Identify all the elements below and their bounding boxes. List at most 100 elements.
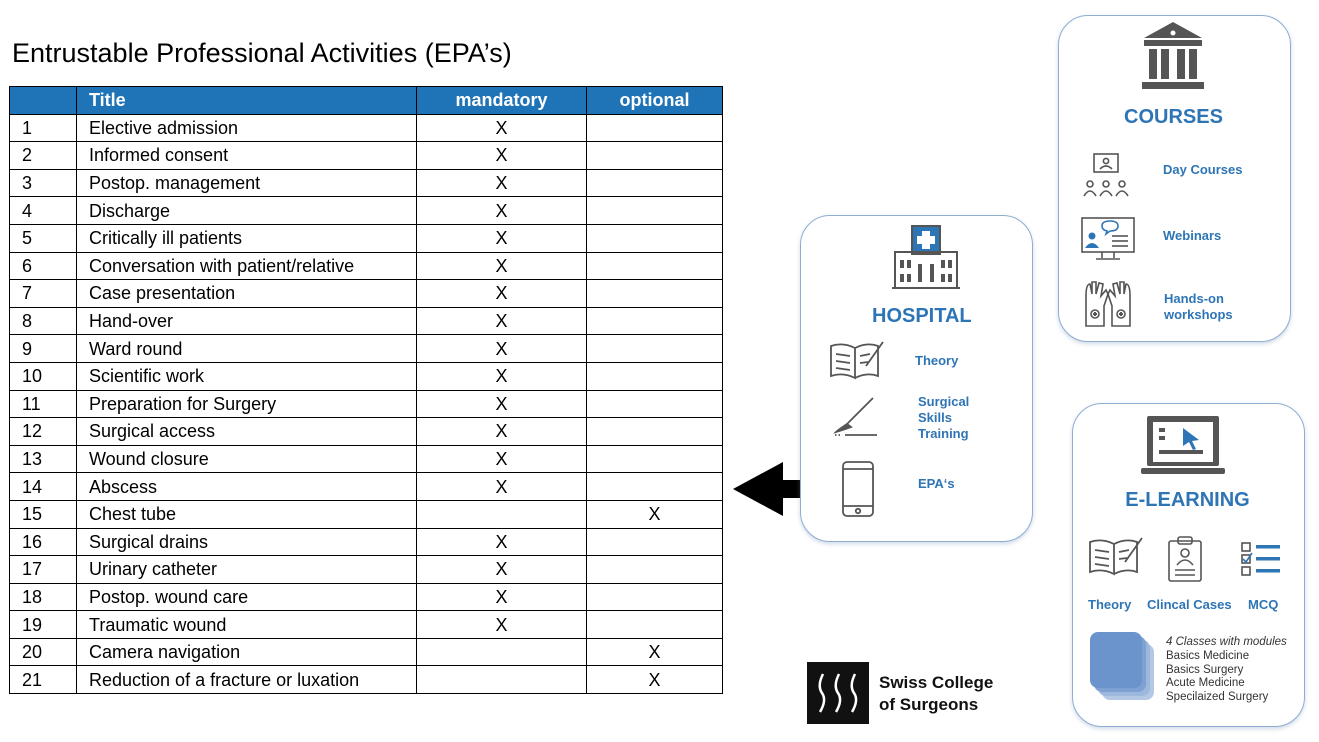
row-title: Postop. wound care <box>76 582 417 612</box>
logo-line2: of Surgeons <box>879 695 979 714</box>
row-mandatory: X <box>416 582 587 612</box>
row-number: 2 <box>9 141 77 170</box>
row-mandatory <box>416 665 587 695</box>
header-optional: optional <box>586 86 723 115</box>
row-title: Surgical access <box>76 417 417 446</box>
row-mandatory: X <box>416 472 587 501</box>
row-mandatory: X <box>416 610 587 639</box>
hospital-title: HOSPITAL <box>872 305 972 327</box>
clipboard-icon <box>1168 536 1202 582</box>
table-header-row: Title mandatory optional <box>9 86 723 115</box>
row-title: Informed consent <box>76 141 417 170</box>
stacked-modules-icon <box>1090 632 1154 700</box>
row-mandatory: X <box>416 306 587 336</box>
row-mandatory: X <box>416 527 587 557</box>
row-title: Hand-over <box>76 306 417 336</box>
institution-icon <box>1142 22 1204 89</box>
row-optional <box>586 582 723 612</box>
left-arrow-icon <box>733 462 830 516</box>
row-number: 18 <box>9 582 77 612</box>
book-icon <box>1089 537 1143 576</box>
class-item: Basics Medicine <box>1166 649 1250 662</box>
class-item: Specilaized Surgery <box>1166 691 1269 704</box>
header-number <box>9 86 77 115</box>
row-number: 17 <box>9 555 77 584</box>
row-optional: X <box>586 499 723 529</box>
row-mandatory: X <box>416 196 587 225</box>
row-number: 13 <box>9 444 77 474</box>
row-title: Reduction of a fracture or luxation <box>76 665 417 695</box>
header-title: Title <box>76 86 417 115</box>
row-optional <box>586 555 723 584</box>
row-number: 11 <box>9 389 77 419</box>
row-number: 10 <box>9 361 77 391</box>
row-number: 16 <box>9 527 77 557</box>
row-mandatory: X <box>416 279 587 308</box>
row-title: Abscess <box>76 472 417 501</box>
row-optional <box>586 168 723 198</box>
row-mandatory: X <box>416 555 587 584</box>
classes-list: 4 Classes with modules Basics Medicine B… <box>1166 636 1287 705</box>
row-mandatory: X <box>416 223 587 253</box>
elearning-item-theory: Theory <box>1088 597 1132 612</box>
row-title: Elective admission <box>76 113 417 143</box>
row-number: 5 <box>9 223 77 253</box>
row-mandatory <box>416 499 587 529</box>
row-optional <box>586 306 723 336</box>
hospital-item-epas: EPA‘s <box>918 476 955 491</box>
webinar-icon <box>1081 217 1135 260</box>
row-optional: X <box>586 665 723 695</box>
row-number: 12 <box>9 417 77 446</box>
row-title: Chest tube <box>76 499 417 529</box>
courses-card <box>1058 15 1291 342</box>
row-title: Discharge <box>76 196 417 225</box>
row-title: Surgical drains <box>76 527 417 557</box>
row-optional <box>586 196 723 225</box>
row-mandatory: X <box>416 444 587 474</box>
row-title: Ward round <box>76 334 417 363</box>
row-number: 1 <box>9 113 77 143</box>
row-mandatory: X <box>416 361 587 391</box>
row-optional <box>586 389 723 419</box>
row-number: 21 <box>9 665 77 695</box>
row-optional <box>586 417 723 446</box>
row-number: 9 <box>9 334 77 363</box>
checklist-icon <box>1241 542 1280 576</box>
hospital-icon <box>892 225 960 289</box>
row-mandatory: X <box>416 113 587 143</box>
laptop-icon <box>1141 416 1225 474</box>
row-title: Postop. management <box>76 168 417 198</box>
row-mandatory: X <box>416 334 587 363</box>
row-optional <box>586 334 723 363</box>
row-optional <box>586 361 723 391</box>
courses-item-day-courses: Day Courses <box>1163 162 1243 177</box>
row-mandatory: X <box>416 389 587 419</box>
row-title: Case presentation <box>76 279 417 308</box>
row-optional <box>586 444 723 474</box>
row-number: 15 <box>9 499 77 529</box>
row-number: 6 <box>9 251 77 281</box>
hospital-item-theory: Theory <box>915 353 959 368</box>
swiss-college-logo <box>807 662 869 724</box>
gloves-icon <box>1085 281 1131 327</box>
row-optional <box>586 527 723 557</box>
row-number: 4 <box>9 196 77 225</box>
row-title: Scientific work <box>76 361 417 391</box>
row-title: Preparation for Surgery <box>76 389 417 419</box>
hospital-card <box>800 215 1033 542</box>
row-optional <box>586 472 723 501</box>
row-optional <box>586 141 723 170</box>
elearning-title: E-LEARNING <box>1125 489 1250 511</box>
courses-item-workshops: Hands-on workshops <box>1164 291 1233 322</box>
row-title: Critically ill patients <box>76 223 417 253</box>
